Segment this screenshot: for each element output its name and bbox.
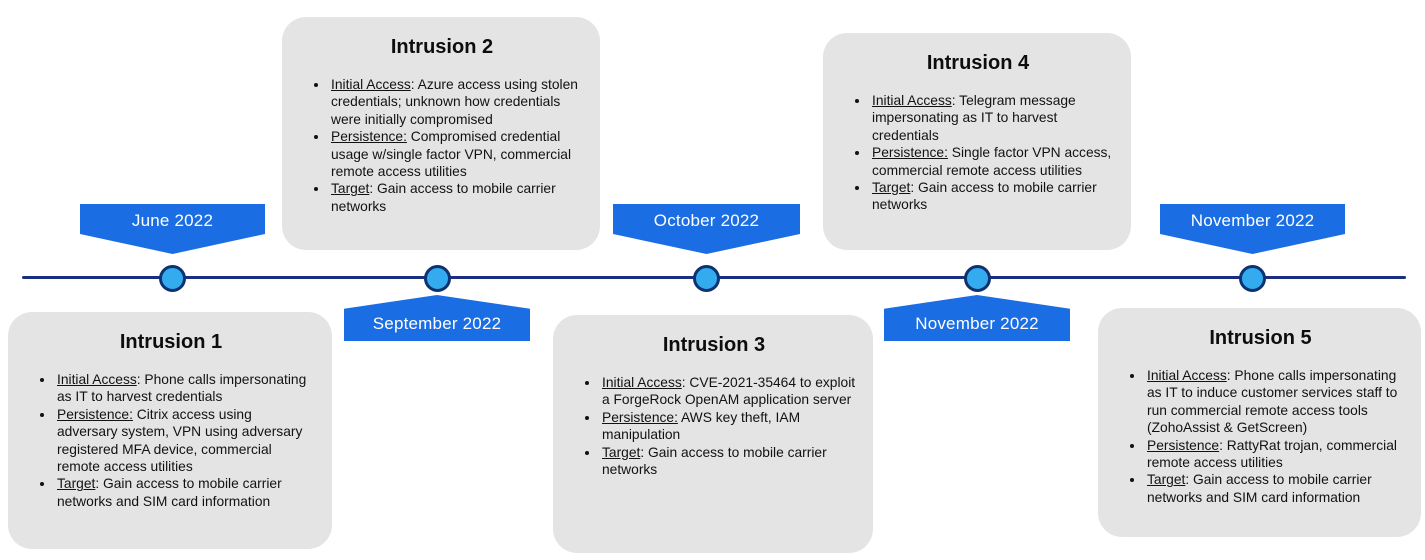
- bullet-label: Target: [602, 444, 641, 460]
- bullet-item: Initial Access: Phone calls impersonatin…: [55, 371, 316, 406]
- date-banner: November 2022: [884, 295, 1070, 341]
- bullet-label: Target: [1147, 472, 1186, 488]
- date-banner-label: November 2022: [915, 314, 1039, 333]
- date-banner: October 2022: [613, 204, 800, 254]
- bullet-label: Persistence:: [602, 409, 678, 425]
- card-title: Intrusion 5: [1209, 327, 1312, 349]
- bullet-item: Initial Access: Telegram message imperso…: [870, 92, 1115, 144]
- intrusion-card-3: Intrusion 3 Initial Access: CVE-2021-354…: [553, 315, 873, 553]
- timeline-dot-june-2022: [159, 265, 186, 292]
- timeline-dot-november-2022-a: [964, 265, 991, 292]
- bullet-item: Initial Access: CVE-2021-35464 to exploi…: [600, 374, 857, 409]
- bullet-label: Initial Access: [872, 93, 952, 108]
- intrusion-card-4: Intrusion 4 Initial Access: Telegram mes…: [823, 33, 1131, 250]
- bullet-item: Persistence: AWS key theft, IAM manipula…: [600, 409, 857, 444]
- bullet-label: Initial Access: [602, 375, 682, 390]
- bullet-label: Initial Access: [1147, 368, 1227, 383]
- bullet-item: Target: Gain access to mobile carrier ne…: [1145, 471, 1405, 506]
- bullet-label: Persistence:: [57, 406, 133, 422]
- bullet-label: Persistence:: [872, 145, 948, 161]
- bullet-item: Target: Gain access to mobile carrier ne…: [55, 475, 316, 510]
- bullet-item: Persistence: Citrix access using adversa…: [55, 406, 316, 476]
- bullet-item: Persistence: Single factor VPN access, c…: [870, 144, 1115, 179]
- bullet-item: Target: Gain access to mobile carrier ne…: [329, 180, 584, 215]
- timeline-dot-november-2022-b: [1239, 265, 1266, 292]
- card-title: Intrusion 4: [926, 52, 1030, 74]
- bullet-list: Initial Access: Phone calls impersonatin…: [1116, 367, 1405, 506]
- card-title: Intrusion 3: [662, 334, 766, 356]
- bullet-item: Initial Access: Azure access using stole…: [329, 76, 584, 128]
- timeline-dot-september-2022: [424, 265, 451, 292]
- bullet-label: Target: [57, 476, 96, 492]
- bullet-label: Initial Access: [331, 77, 411, 92]
- date-banner: June 2022: [80, 204, 265, 254]
- bullet-list: Initial Access: CVE-2021-35464 to exploi…: [571, 374, 857, 478]
- intrusion-card-2: Intrusion 2 Initial Access: Azure access…: [282, 17, 600, 250]
- timeline-dot-october-2022: [693, 265, 720, 292]
- bullet-item: Persistence: RattyRat trojan, commercial…: [1145, 437, 1405, 472]
- bullet-label: Persistence: [1147, 437, 1220, 453]
- bullet-label: Target: [872, 180, 911, 196]
- bullet-item: Target: Gain access to mobile carrier ne…: [600, 444, 857, 479]
- bullet-label: Initial Access: [57, 372, 137, 387]
- bullet-item: Target: Gain access to mobile carrier ne…: [870, 179, 1115, 214]
- bullet-item: Initial Access: Phone calls impersonatin…: [1145, 367, 1405, 437]
- bullet-label: Target: [331, 181, 370, 197]
- bullet-label: Persistence:: [331, 129, 407, 145]
- bullet-item: Persistence: Compromised credential usag…: [329, 128, 584, 180]
- bullet-list: Initial Access: Azure access using stole…: [300, 76, 584, 215]
- card-title: Intrusion 2: [390, 36, 494, 58]
- date-banner-label: September 2022: [372, 314, 502, 333]
- date-banner-label: October 2022: [653, 211, 760, 230]
- date-banner-label: November 2022: [1190, 211, 1315, 230]
- bullet-list: Initial Access: Phone calls impersonatin…: [26, 371, 316, 510]
- intrusion-card-1: Intrusion 1 Initial Access: Phone calls …: [8, 312, 332, 549]
- intrusion-card-5: Intrusion 5 Initial Access: Phone calls …: [1098, 308, 1421, 537]
- date-banner: September 2022: [344, 295, 530, 341]
- date-banner-label: June 2022: [131, 211, 214, 230]
- card-title: Intrusion 1: [119, 331, 223, 353]
- date-banner: November 2022: [1160, 204, 1345, 254]
- bullet-list: Initial Access: Telegram message imperso…: [841, 92, 1115, 214]
